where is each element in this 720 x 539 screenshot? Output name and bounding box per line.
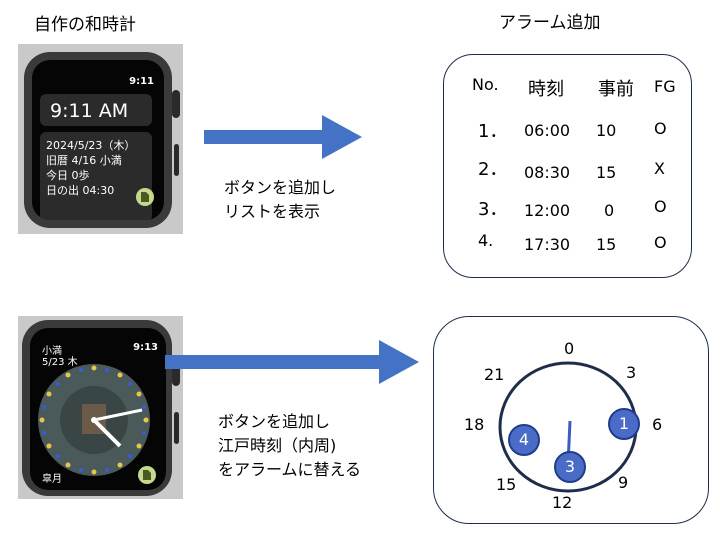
header-advance: 事前 <box>598 79 634 100</box>
watch-screen: 9:13 小満 5/23 木 皐月 <box>30 328 166 490</box>
hour-label-6: 6 <box>652 415 663 434</box>
watch-time-small: 9:11 <box>129 76 154 87</box>
alarm-marker-3[interactable]: 3 <box>554 451 586 483</box>
right-title: アラーム追加 <box>499 13 601 33</box>
watch-time-small: 9:13 <box>133 342 158 353</box>
watch-side-button <box>174 144 179 176</box>
info-card: 2024/5/23（木） 旧暦 4/16 小満 今日 0歩 日の出 04:30 <box>40 132 152 220</box>
watch-side-button <box>174 412 179 444</box>
header-fg: FG <box>654 77 676 96</box>
row-3-no: 3． <box>478 199 508 220</box>
hour-label-21: 21 <box>484 365 505 384</box>
info-line-lunar: 旧暦 4/16 小満 <box>46 154 122 167</box>
watch-time-big: 9:11 AM <box>50 100 129 122</box>
date-label: 5/23 木 <box>42 357 78 368</box>
document-icon[interactable] <box>138 466 156 484</box>
row-4-no: 4. <box>478 231 494 250</box>
row-3-advance: 0 <box>604 201 615 220</box>
month-name-label: 皐月 <box>42 474 62 485</box>
note-top-line-1: ボタンを追加し <box>224 178 337 197</box>
hour-label-3: 3 <box>626 363 637 382</box>
analog-dial-graphic <box>38 364 150 476</box>
row-3-fg: O <box>654 197 667 216</box>
watch-screen: 9:11 9:11 AM 2024/5/23（木） 旧暦 4/16 小満 今日 … <box>32 60 164 220</box>
row-1-no: 1． <box>478 121 508 142</box>
note-bottom-line-3: をアラームに替える <box>218 460 362 479</box>
left-title: 自作の和時計 <box>34 15 136 35</box>
row-1-time: 06:00 <box>524 121 571 140</box>
header-no: No. <box>472 75 499 94</box>
note-top: ボタンを追加し リストを表示 <box>224 176 336 224</box>
row-2-no: 2． <box>478 159 508 180</box>
info-line-sunrise: 日の出 04:30 <box>46 184 115 197</box>
note-bottom-line-1: ボタンを追加し <box>218 412 331 431</box>
note-top-line-2: リストを表示 <box>224 202 321 221</box>
note-bottom: ボタンを追加し 江戸時刻（内周) をアラームに替える <box>218 410 361 482</box>
solar-term-label: 小満 <box>42 346 62 357</box>
arrow-right-icon <box>165 340 419 384</box>
arrow-right-icon <box>204 115 362 159</box>
hour-label-12: 12 <box>552 493 573 512</box>
header-time: 時刻 <box>528 79 564 100</box>
watch-digital-screenshot: 9:11 9:11 AM 2024/5/23（木） 旧暦 4/16 小満 今日 … <box>18 44 183 234</box>
row-3-time: 12:00 <box>524 201 571 220</box>
alarm-list-box: No. 時刻 事前 FG 1． 06:00 10 O 2． 08:30 15 X… <box>443 54 692 278</box>
hour-label-18: 18 <box>464 415 485 434</box>
watch-crown <box>172 360 180 386</box>
watch-crown <box>172 90 180 118</box>
info-line-date: 2024/5/23（木） <box>46 139 136 152</box>
watch-date-complication: 小満 5/23 木 <box>42 346 78 368</box>
hour-label-15: 15 <box>496 475 517 494</box>
row-4-advance: 15 <box>596 235 617 254</box>
alarm-marker-1[interactable]: 1 <box>608 408 640 440</box>
row-4-fg: O <box>654 233 667 252</box>
note-bottom-line-2: 江戸時刻（内周) <box>218 436 337 455</box>
document-icon[interactable] <box>136 188 154 206</box>
row-2-advance: 15 <box>596 163 617 182</box>
alarm-dial-box: 0 3 6 9 12 15 18 21 1 4 3 <box>433 316 709 524</box>
alarm-marker-4[interactable]: 4 <box>508 424 540 456</box>
row-2-fg: X <box>654 159 665 178</box>
info-line-steps: 今日 0歩 <box>46 169 90 182</box>
watch-analog-screenshot: 9:13 小満 5/23 木 皐月 <box>18 316 183 499</box>
row-2-time: 08:30 <box>524 163 571 182</box>
hour-label-0: 0 <box>564 339 575 358</box>
row-1-fg: O <box>654 119 667 138</box>
time-card: 9:11 AM <box>40 94 152 126</box>
row-1-advance: 10 <box>596 121 617 140</box>
row-4-time: 17:30 <box>524 235 571 254</box>
hour-label-9: 9 <box>618 473 629 492</box>
